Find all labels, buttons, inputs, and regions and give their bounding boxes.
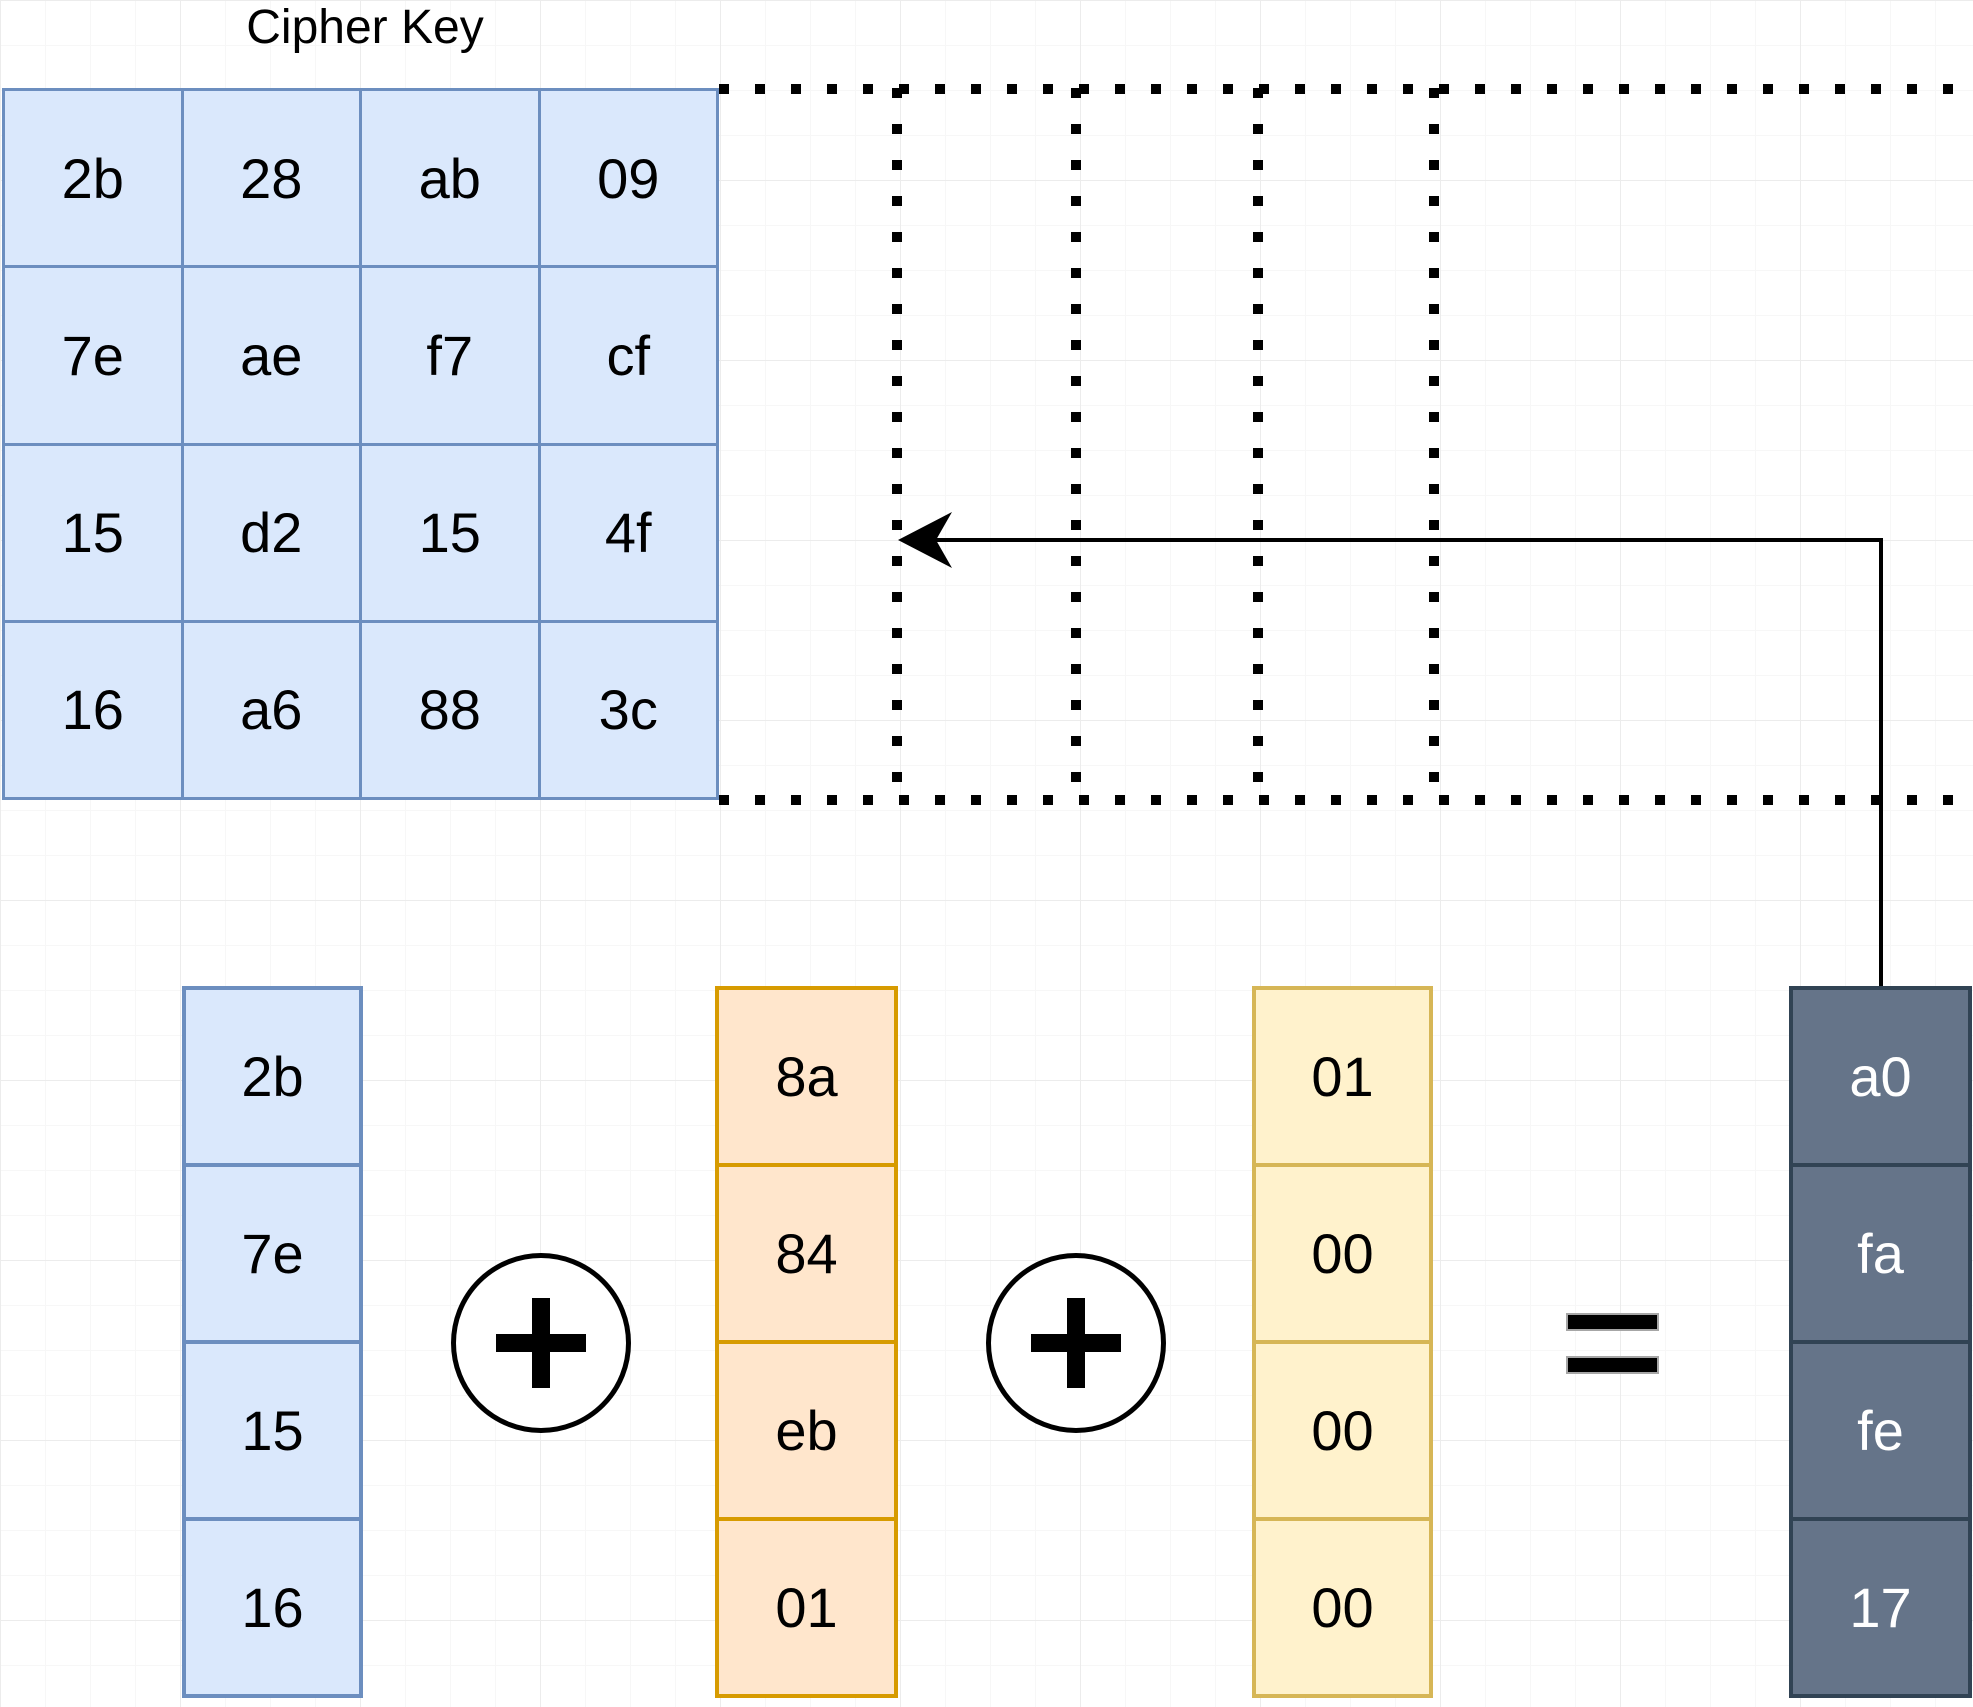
key-cell: 15 bbox=[5, 445, 181, 620]
key-cell: ab bbox=[362, 91, 538, 266]
word-cell: 01 bbox=[1256, 990, 1429, 1163]
word-cell: 15 bbox=[186, 1344, 359, 1517]
word-cell: 2b bbox=[186, 990, 359, 1163]
key-cell: d2 bbox=[183, 445, 359, 620]
key-cell: 4f bbox=[540, 445, 716, 620]
word-cell: 00 bbox=[1256, 1167, 1429, 1340]
cipher-key-matrix: 2b 28 ab 09 7e ae f7 cf 15 d2 15 4f 16 a… bbox=[2, 88, 719, 800]
g-function-word-column: 8a 84 eb 01 bbox=[715, 986, 898, 1698]
word-w0-column: 2b 7e 15 16 bbox=[182, 986, 363, 1698]
word-cell: 8a bbox=[719, 990, 894, 1163]
key-cell: 16 bbox=[5, 622, 181, 797]
expanded-key-divider-2 bbox=[1071, 88, 1081, 800]
key-cell: ae bbox=[183, 268, 359, 443]
key-cell: 7e bbox=[5, 268, 181, 443]
key-cell: 09 bbox=[540, 91, 716, 266]
arrowhead-left-icon bbox=[898, 512, 952, 568]
word-cell: fe bbox=[1793, 1344, 1968, 1517]
equals-icon bbox=[1566, 1313, 1659, 1331]
expanded-key-border-bottom bbox=[719, 795, 1973, 805]
word-cell: 01 bbox=[719, 1521, 894, 1694]
key-cell: 88 bbox=[362, 622, 538, 797]
word-cell: a0 bbox=[1793, 990, 1968, 1163]
key-cell: f7 bbox=[362, 268, 538, 443]
word-cell: 7e bbox=[186, 1167, 359, 1340]
cipher-key-title: Cipher Key bbox=[246, 1, 484, 54]
plus-bar-vertical bbox=[1067, 1298, 1085, 1388]
key-cell: 15 bbox=[362, 445, 538, 620]
equals-icon bbox=[1566, 1356, 1659, 1374]
key-cell: a6 bbox=[183, 622, 359, 797]
expanded-key-divider-3 bbox=[1253, 88, 1263, 800]
key-cell: 28 bbox=[183, 91, 359, 266]
rcon-word-column: 01 00 00 00 bbox=[1252, 986, 1433, 1698]
word-cell: 00 bbox=[1256, 1344, 1429, 1517]
key-cell: cf bbox=[540, 268, 716, 443]
word-cell: eb bbox=[719, 1344, 894, 1517]
word-cell: 17 bbox=[1793, 1521, 1968, 1694]
plus-bar-vertical bbox=[532, 1298, 550, 1388]
word-cell: fa bbox=[1793, 1167, 1968, 1340]
key-cell: 2b bbox=[5, 91, 181, 266]
xor-icon bbox=[451, 1253, 631, 1433]
key-cell: 3c bbox=[540, 622, 716, 797]
word-cell: 16 bbox=[186, 1521, 359, 1694]
word-cell: 84 bbox=[719, 1167, 894, 1340]
expanded-key-divider-4 bbox=[1429, 88, 1439, 800]
expanded-key-divider-1 bbox=[892, 88, 902, 800]
expanded-key-border-top bbox=[719, 84, 1973, 94]
word-cell: 00 bbox=[1256, 1521, 1429, 1694]
xor-icon bbox=[986, 1253, 1166, 1433]
result-word-column: a0 fa fe 17 bbox=[1789, 986, 1972, 1698]
